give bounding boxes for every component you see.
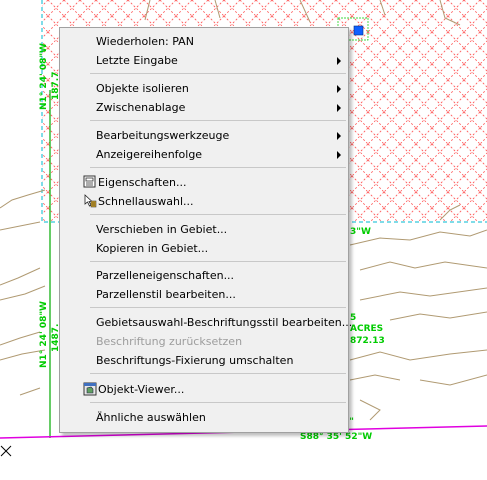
menu-item-label: Anzeigereihenfolge (96, 148, 203, 161)
menu-item-isolate-objects[interactable]: Objekte isolieren (61, 79, 347, 98)
close-cursor-icon (0, 445, 12, 457)
menu-item-quick-select[interactable]: Schnellauswahl... (61, 192, 347, 211)
object-viewer-icon (83, 382, 97, 396)
menu-item-edit-parcel-style[interactable]: Parzellenstil bearbeiten... (61, 285, 347, 304)
menu-item-label: Beschriftung zurücksetzen (96, 335, 243, 348)
menu-item-move-to-site[interactable]: Verschieben in Gebiet... (61, 220, 347, 239)
menu-item-draw-order[interactable]: Anzeigereihenfolge (61, 145, 347, 164)
bearing-label-bottom: S88° 35' 52"W (300, 432, 372, 442)
menu-item-object-viewer[interactable]: Objekt-Viewer... (61, 380, 347, 399)
menu-item-label: Objekte isolieren (96, 82, 189, 95)
menu-item-label: Parzelleneigenschaften... (96, 269, 235, 282)
menu-item-copy-to-site[interactable]: Kopieren in Gebiet... (61, 239, 347, 258)
properties-icon (83, 175, 96, 188)
menu-item-label: Verschieben in Gebiet... (96, 223, 228, 236)
menu-item-label: Letzte Eingabe (96, 54, 178, 67)
menu-item-label: Parzellenstil bearbeiten... (96, 288, 236, 301)
submenu-arrow-icon (337, 104, 341, 112)
menu-item-reset-label: Beschriftung zurücksetzen (61, 332, 347, 351)
menu-separator (90, 214, 346, 215)
menu-item-label: Eigenschaften... (98, 176, 187, 189)
submenu-arrow-icon (337, 57, 341, 65)
menu-separator (90, 120, 346, 121)
menu-item-label: Ähnliche auswählen (96, 411, 206, 424)
menu-item-label: Kopieren in Gebiet... (96, 242, 209, 255)
acres-number-label: 5 (350, 313, 356, 323)
menu-item-select-similar[interactable]: Ähnliche auswählen (61, 408, 347, 427)
context-menu: Wiederholen: PAN Letzte Eingabe Objekte … (59, 27, 352, 433)
grip-handle[interactable] (353, 25, 364, 36)
menu-item-properties[interactable]: Eigenschaften... (61, 173, 347, 192)
menu-item-repeat-pan[interactable]: Wiederholen: PAN (61, 32, 347, 51)
submenu-arrow-icon (337, 85, 341, 93)
submenu-arrow-icon (337, 151, 341, 159)
menu-item-recent-input[interactable]: Letzte Eingabe (61, 51, 347, 70)
area-label: 872.13 (350, 336, 385, 346)
bearing-label-mid-left: N1° 24' 08"W (39, 301, 49, 368)
menu-separator (90, 73, 346, 74)
menu-separator (90, 402, 346, 403)
menu-separator (90, 167, 346, 168)
menu-item-label: Wiederholen: PAN (96, 35, 194, 48)
distance-label-mid-left: 1487. (51, 324, 61, 352)
contour-lines (0, 0, 487, 421)
submenu-arrow-icon (337, 132, 341, 140)
quick-select-icon (84, 194, 97, 208)
menu-item-label: Objekt-Viewer... (98, 383, 185, 396)
menu-item-parcel-properties[interactable]: Parzelleneigenschaften... (61, 266, 347, 285)
menu-item-label: Bearbeitungswerkzeuge (96, 129, 230, 142)
menu-item-clipboard[interactable]: Zwischenablage (61, 98, 347, 117)
acres-label: ACRES (350, 324, 383, 334)
menu-item-label: Schnellauswahl... (98, 195, 194, 208)
distance-label-top-left: 187.7 (51, 72, 61, 100)
menu-item-label: Beschriftungs-Fixierung umschalten (96, 354, 294, 367)
menu-separator (90, 373, 346, 374)
menu-item-label: Gebietsauswahl-Beschriftungsstil bearbei… (96, 316, 353, 329)
menu-item-label: Zwischenablage (96, 101, 186, 114)
bearing-label-right-mid: 3"W (350, 227, 371, 237)
menu-separator (90, 307, 346, 308)
menu-item-edit-label-style[interactable]: Gebietsauswahl-Beschriftungsstil bearbei… (61, 313, 352, 332)
menu-item-toggle-label-pin[interactable]: Beschriftungs-Fixierung umschalten (61, 351, 347, 370)
menu-item-edit-tools[interactable]: Bearbeitungswerkzeuge (61, 126, 347, 145)
bearing-label-top-left: N1° 24' 08"W (39, 43, 49, 110)
menu-separator (90, 261, 346, 262)
